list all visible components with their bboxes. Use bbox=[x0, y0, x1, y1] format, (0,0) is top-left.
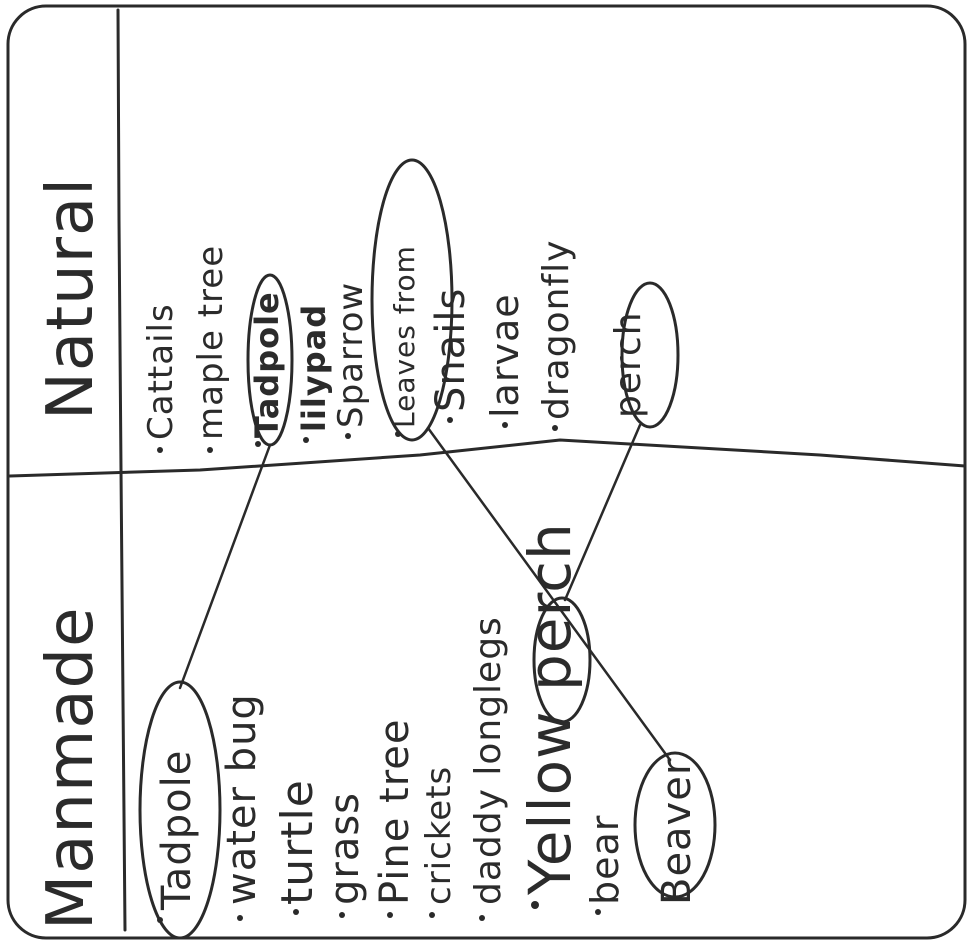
vertical-divider bbox=[116, 8, 127, 932]
manmade-list: Tadpole water bug turtle grass Pine tree… bbox=[154, 522, 700, 923]
manmade-item: turtle bbox=[272, 779, 323, 905]
manmade-item: grass bbox=[322, 792, 368, 905]
natural-list: Cattails maple tree Tadpole lilypad Spar… bbox=[141, 240, 649, 453]
connector-tadpole bbox=[178, 443, 272, 690]
natural-heading: Natural bbox=[34, 177, 108, 420]
natural-item: lilypad bbox=[295, 304, 333, 432]
manmade-item: Pine tree bbox=[372, 719, 418, 906]
oval-yellow-perch bbox=[532, 596, 592, 724]
horizontal-divider bbox=[8, 438, 967, 478]
sheet-border bbox=[6, 4, 967, 940]
natural-item: dragonfly bbox=[536, 240, 577, 420]
ovals bbox=[138, 158, 717, 940]
natural-item: Cattails bbox=[141, 303, 181, 440]
manmade-item: water bug bbox=[219, 693, 265, 905]
manmade-item: Beaver bbox=[654, 758, 700, 905]
manmade-item: daddy longlegs bbox=[468, 616, 509, 905]
connector-leaves-beaver bbox=[426, 426, 672, 762]
oval-beaver bbox=[633, 751, 717, 899]
connector-perch bbox=[563, 423, 642, 602]
manmade-item: bear bbox=[583, 815, 627, 905]
natural-item: maple tree bbox=[191, 245, 231, 440]
oval-perch-natural bbox=[620, 281, 680, 429]
natural-item: larvae bbox=[483, 293, 527, 418]
oval-leaves-from bbox=[370, 158, 454, 442]
manmade-item: crickets bbox=[419, 766, 459, 905]
natural-item: Leaves from bbox=[388, 245, 421, 428]
manmade-item: Tadpole bbox=[154, 750, 200, 911]
manmade-heading: Manmade bbox=[34, 606, 108, 930]
natural-item: Sparrow bbox=[331, 282, 371, 428]
connectors bbox=[178, 423, 672, 762]
oval-tadpole-manmade bbox=[138, 680, 222, 940]
